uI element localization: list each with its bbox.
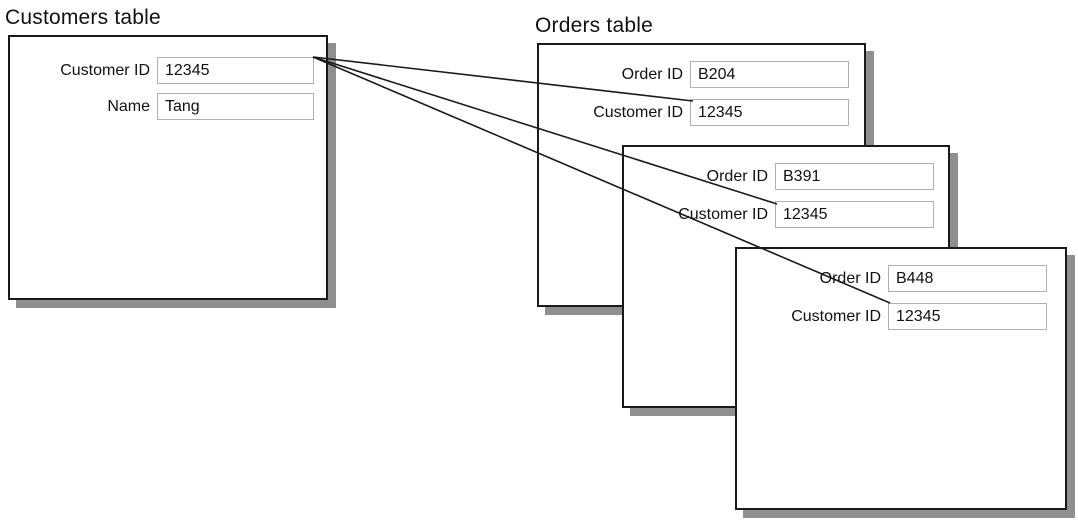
order-id-field-row: Order ID B448 bbox=[737, 265, 1047, 292]
customer-id-value-box: 12345 bbox=[775, 201, 934, 228]
order-id-field-row: Order ID B204 bbox=[539, 61, 849, 88]
name-value-box: Tang bbox=[157, 93, 314, 120]
customer-id-field-row: Customer ID 12345 bbox=[624, 201, 934, 228]
name-label: Name bbox=[107, 97, 150, 115]
customer-id-label: Customer ID bbox=[593, 103, 683, 121]
customers-table-card: Customer ID 12345 Name Tang bbox=[8, 35, 328, 300]
customer-id-label: Customer ID bbox=[678, 205, 768, 223]
order-id-label: Order ID bbox=[819, 269, 881, 287]
customers-table-title: Customers table bbox=[5, 6, 161, 29]
order-id-value: B448 bbox=[896, 269, 934, 287]
order-id-value: B391 bbox=[783, 167, 821, 185]
name-field-row: Name Tang bbox=[10, 93, 314, 120]
customer-id-label: Customer ID bbox=[60, 61, 150, 79]
customer-id-value-box: 12345 bbox=[157, 57, 314, 84]
customer-id-value: 12345 bbox=[165, 61, 210, 79]
customer-id-value-box: 12345 bbox=[690, 99, 849, 126]
name-value: Tang bbox=[165, 97, 200, 115]
customer-id-field-row: Customer ID 12345 bbox=[539, 99, 849, 126]
customer-id-value: 12345 bbox=[783, 205, 828, 223]
customer-id-label: Customer ID bbox=[791, 307, 881, 325]
order-id-value-box: B448 bbox=[888, 265, 1047, 292]
customer-id-value-box: 12345 bbox=[888, 303, 1047, 330]
order-card-b448: Order ID B448 Customer ID 12345 bbox=[735, 247, 1067, 510]
customer-id-value: 12345 bbox=[896, 307, 941, 325]
customer-id-value: 12345 bbox=[698, 103, 743, 121]
order-id-label: Order ID bbox=[706, 167, 768, 185]
order-id-label: Order ID bbox=[621, 65, 683, 83]
order-id-value: B204 bbox=[698, 65, 736, 83]
order-id-field-row: Order ID B391 bbox=[624, 163, 934, 190]
customer-id-field-row: Customer ID 12345 bbox=[737, 303, 1047, 330]
order-id-value-box: B391 bbox=[775, 163, 934, 190]
customer-id-field-row: Customer ID 12345 bbox=[10, 57, 314, 84]
order-id-value-box: B204 bbox=[690, 61, 849, 88]
orders-table-title: Orders table bbox=[535, 14, 653, 37]
